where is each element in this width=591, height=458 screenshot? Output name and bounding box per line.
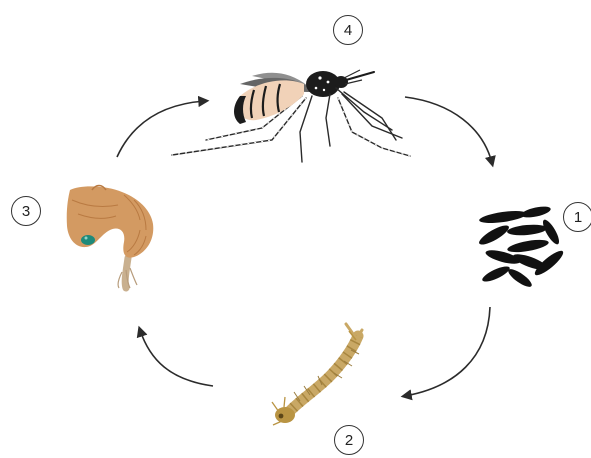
stage-number-badge-3: 3 — [11, 196, 41, 226]
cycle-arrow-eggs-to-larva — [405, 307, 490, 396]
pupa-illustration — [67, 186, 154, 289]
eggs-illustration — [477, 204, 566, 289]
cycle-arrow-pupa-to-adult — [117, 101, 205, 157]
stage-number-badge-4: 4 — [333, 15, 363, 45]
stage-number-badge-2: 2 — [334, 425, 364, 455]
larva-illustration — [272, 324, 362, 425]
adult-mosquito-illustration — [172, 70, 410, 162]
cycle-arrow-adult-to-eggs — [405, 97, 492, 163]
cycle-arrow-larva-to-pupa — [140, 330, 213, 386]
stage-number-badge-1: 1 — [563, 202, 591, 232]
